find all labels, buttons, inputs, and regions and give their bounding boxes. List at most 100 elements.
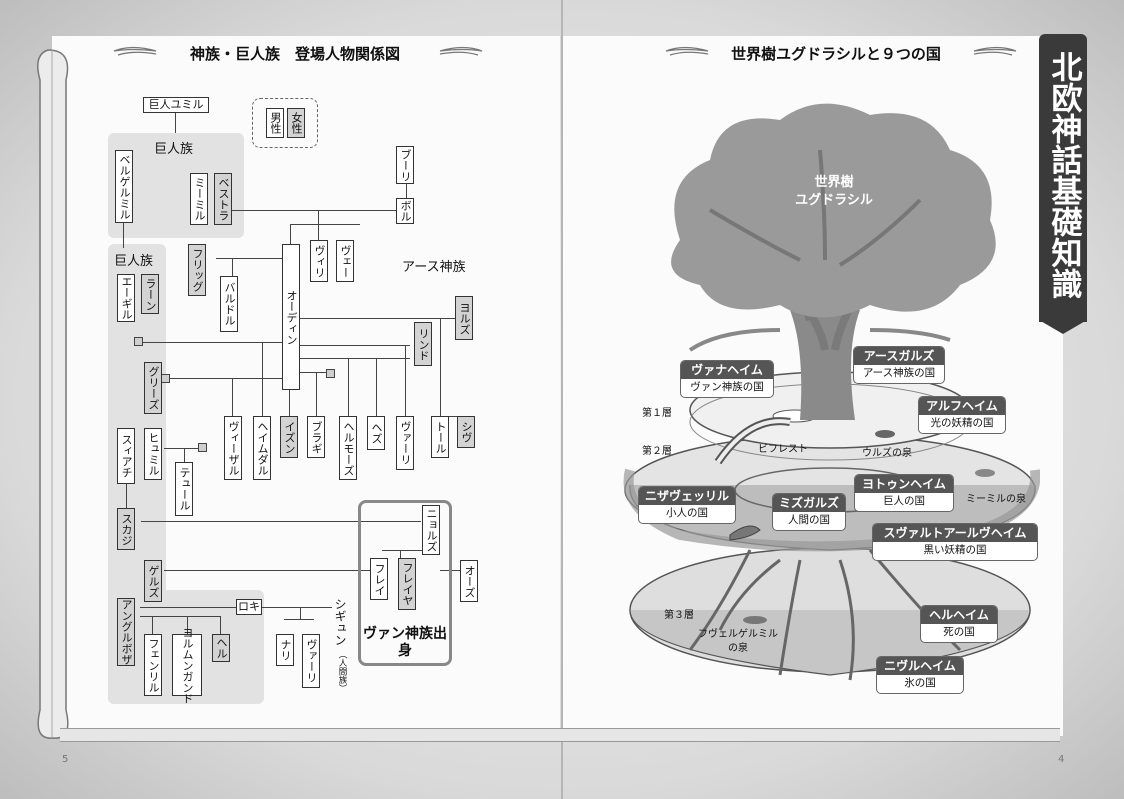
bifrost-label: ビフレスト bbox=[758, 444, 808, 455]
connector bbox=[187, 616, 189, 634]
connector bbox=[300, 372, 326, 374]
person-njord: ニョルズ bbox=[422, 505, 440, 555]
union-marker bbox=[198, 443, 207, 452]
connector bbox=[440, 416, 462, 418]
person-gris: グリーズ bbox=[144, 362, 162, 414]
connector bbox=[164, 570, 370, 572]
person-hymir: ヒュミル bbox=[144, 428, 162, 480]
right-page-title: 世界樹ユグドラシルと９つの国 bbox=[731, 44, 941, 63]
connector bbox=[406, 184, 408, 198]
realm-helheim: ヘルヘイム死の国 bbox=[920, 605, 998, 643]
connector bbox=[284, 619, 314, 621]
bottom-roll bbox=[60, 728, 1060, 742]
left-page-title: 神族・巨人族 登場人物関係図 bbox=[189, 44, 400, 63]
wing-ornament-icon bbox=[665, 46, 709, 56]
connector bbox=[300, 358, 410, 360]
person-sigyn-note: （人間族） bbox=[337, 650, 347, 693]
person-ve: ヴェー bbox=[336, 240, 354, 282]
group-vanir-origin: ヴァン神族出身 bbox=[363, 626, 447, 659]
connector bbox=[216, 258, 282, 260]
group-aesir: アース神族 bbox=[402, 260, 466, 275]
realm-midgard: ミズガルズ人間の国 bbox=[772, 493, 846, 531]
connector bbox=[141, 521, 421, 523]
realm-svartalfheim: スヴァルトアールヴヘイム黒い妖精の国 bbox=[872, 523, 1038, 561]
connector bbox=[400, 550, 402, 558]
connector bbox=[141, 342, 283, 344]
person-loki: ロキ bbox=[236, 599, 262, 615]
connector bbox=[164, 378, 282, 380]
person-freyr: フレイ bbox=[370, 558, 388, 600]
connector bbox=[140, 607, 236, 609]
person-tyr: テュール bbox=[175, 462, 193, 516]
person-hod: ヘズ bbox=[367, 416, 385, 450]
connector bbox=[405, 345, 407, 416]
left-page-number: 5 bbox=[62, 754, 69, 765]
person-sigyn: シギュン bbox=[333, 598, 347, 646]
person-bragi: ブラギ bbox=[307, 416, 325, 458]
person-vali: ヴァーリ bbox=[396, 416, 414, 470]
scroll-roll bbox=[37, 49, 69, 739]
legend-female: 女性 bbox=[287, 108, 305, 138]
person-bergelmir: ベルゲルミル bbox=[115, 150, 133, 223]
tree-label: 世界樹 ユグドラシル bbox=[784, 174, 884, 210]
connector bbox=[300, 345, 410, 347]
person-heimdall: ヘイムダル bbox=[253, 416, 271, 480]
person-freyja: フレイヤ bbox=[398, 558, 416, 610]
connector bbox=[232, 258, 234, 276]
hvergelmir-line-2: の泉 bbox=[728, 643, 748, 654]
urd-well-label: ウルズの泉 bbox=[862, 448, 912, 459]
person-gerd: ゲルズ bbox=[144, 560, 162, 602]
person-mimir: ミーミル bbox=[190, 173, 208, 225]
connector bbox=[184, 448, 186, 462]
sidebar-tab-point bbox=[1039, 320, 1087, 334]
realm-jotunheim: ヨトゥンヘイム巨人の国 bbox=[854, 474, 954, 512]
realm-asgard: アースガルズアース神族の国 bbox=[853, 346, 945, 384]
connector bbox=[123, 223, 125, 248]
group-giant-clan-1: 巨人族 bbox=[154, 142, 194, 157]
person-jord: ヨルズ bbox=[455, 296, 473, 340]
tree-label-line-1: 世界樹 bbox=[814, 175, 854, 190]
connector bbox=[300, 318, 455, 320]
sidebar-tab bbox=[1039, 34, 1087, 322]
person-bor: ボル bbox=[396, 198, 414, 224]
union-marker bbox=[326, 369, 335, 378]
connector bbox=[262, 342, 264, 416]
union-marker bbox=[134, 337, 143, 346]
person-hel: ヘル bbox=[212, 634, 230, 662]
connector bbox=[290, 224, 292, 244]
person-skadi: スカジ bbox=[117, 508, 135, 550]
connector bbox=[290, 224, 360, 226]
legend-male: 男性 bbox=[266, 108, 284, 138]
level-2-label: 第２層 bbox=[642, 446, 672, 457]
person-sif: シヴ bbox=[457, 416, 475, 448]
mimir-well-label: ミーミルの泉 bbox=[966, 494, 1026, 505]
person-angrboda: アングルボザ bbox=[117, 598, 135, 666]
hvergelmir-label: フヴェルゲルミル の泉 bbox=[698, 628, 778, 656]
person-hermod: ヘルモーズ bbox=[339, 416, 357, 480]
realm-nidavellir: ニザヴェッリル小人の国 bbox=[638, 486, 736, 524]
connector bbox=[376, 358, 378, 416]
person-rind: リンド bbox=[414, 322, 432, 366]
wing-ornament-icon bbox=[439, 46, 483, 56]
realm-alfheim: アルフヘイム光の妖精の国 bbox=[918, 396, 1006, 434]
person-nari: ナリ bbox=[276, 634, 294, 666]
tree-label-line-2: ユグドラシル bbox=[795, 193, 873, 208]
level-1-label: 第１層 bbox=[642, 408, 672, 419]
connector bbox=[164, 448, 198, 450]
wing-ornament-icon bbox=[973, 46, 1017, 56]
person-aegir: エーギル bbox=[117, 274, 135, 322]
person-ymir: 巨人ユミル bbox=[143, 97, 209, 113]
connector bbox=[382, 550, 422, 552]
spine bbox=[561, 0, 563, 799]
person-vidar: ヴィーザル bbox=[224, 416, 242, 480]
sidebar-title: 北欧神話基礎知識 bbox=[1045, 51, 1082, 299]
person-buri: ブーリ bbox=[396, 146, 414, 184]
connector bbox=[152, 616, 154, 634]
connector bbox=[232, 210, 398, 212]
vanir-origin-frame bbox=[358, 500, 452, 666]
person-idun: イズン bbox=[280, 416, 298, 458]
legend bbox=[252, 98, 318, 148]
hvergelmir-line-1: フヴェルゲルミル bbox=[698, 629, 778, 640]
realm-niflheim: ニヴルヘイム氷の国 bbox=[876, 656, 964, 694]
